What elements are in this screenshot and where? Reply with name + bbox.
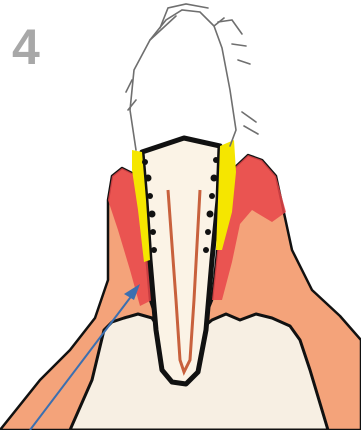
tooth-crown-outline [126, 4, 258, 150]
